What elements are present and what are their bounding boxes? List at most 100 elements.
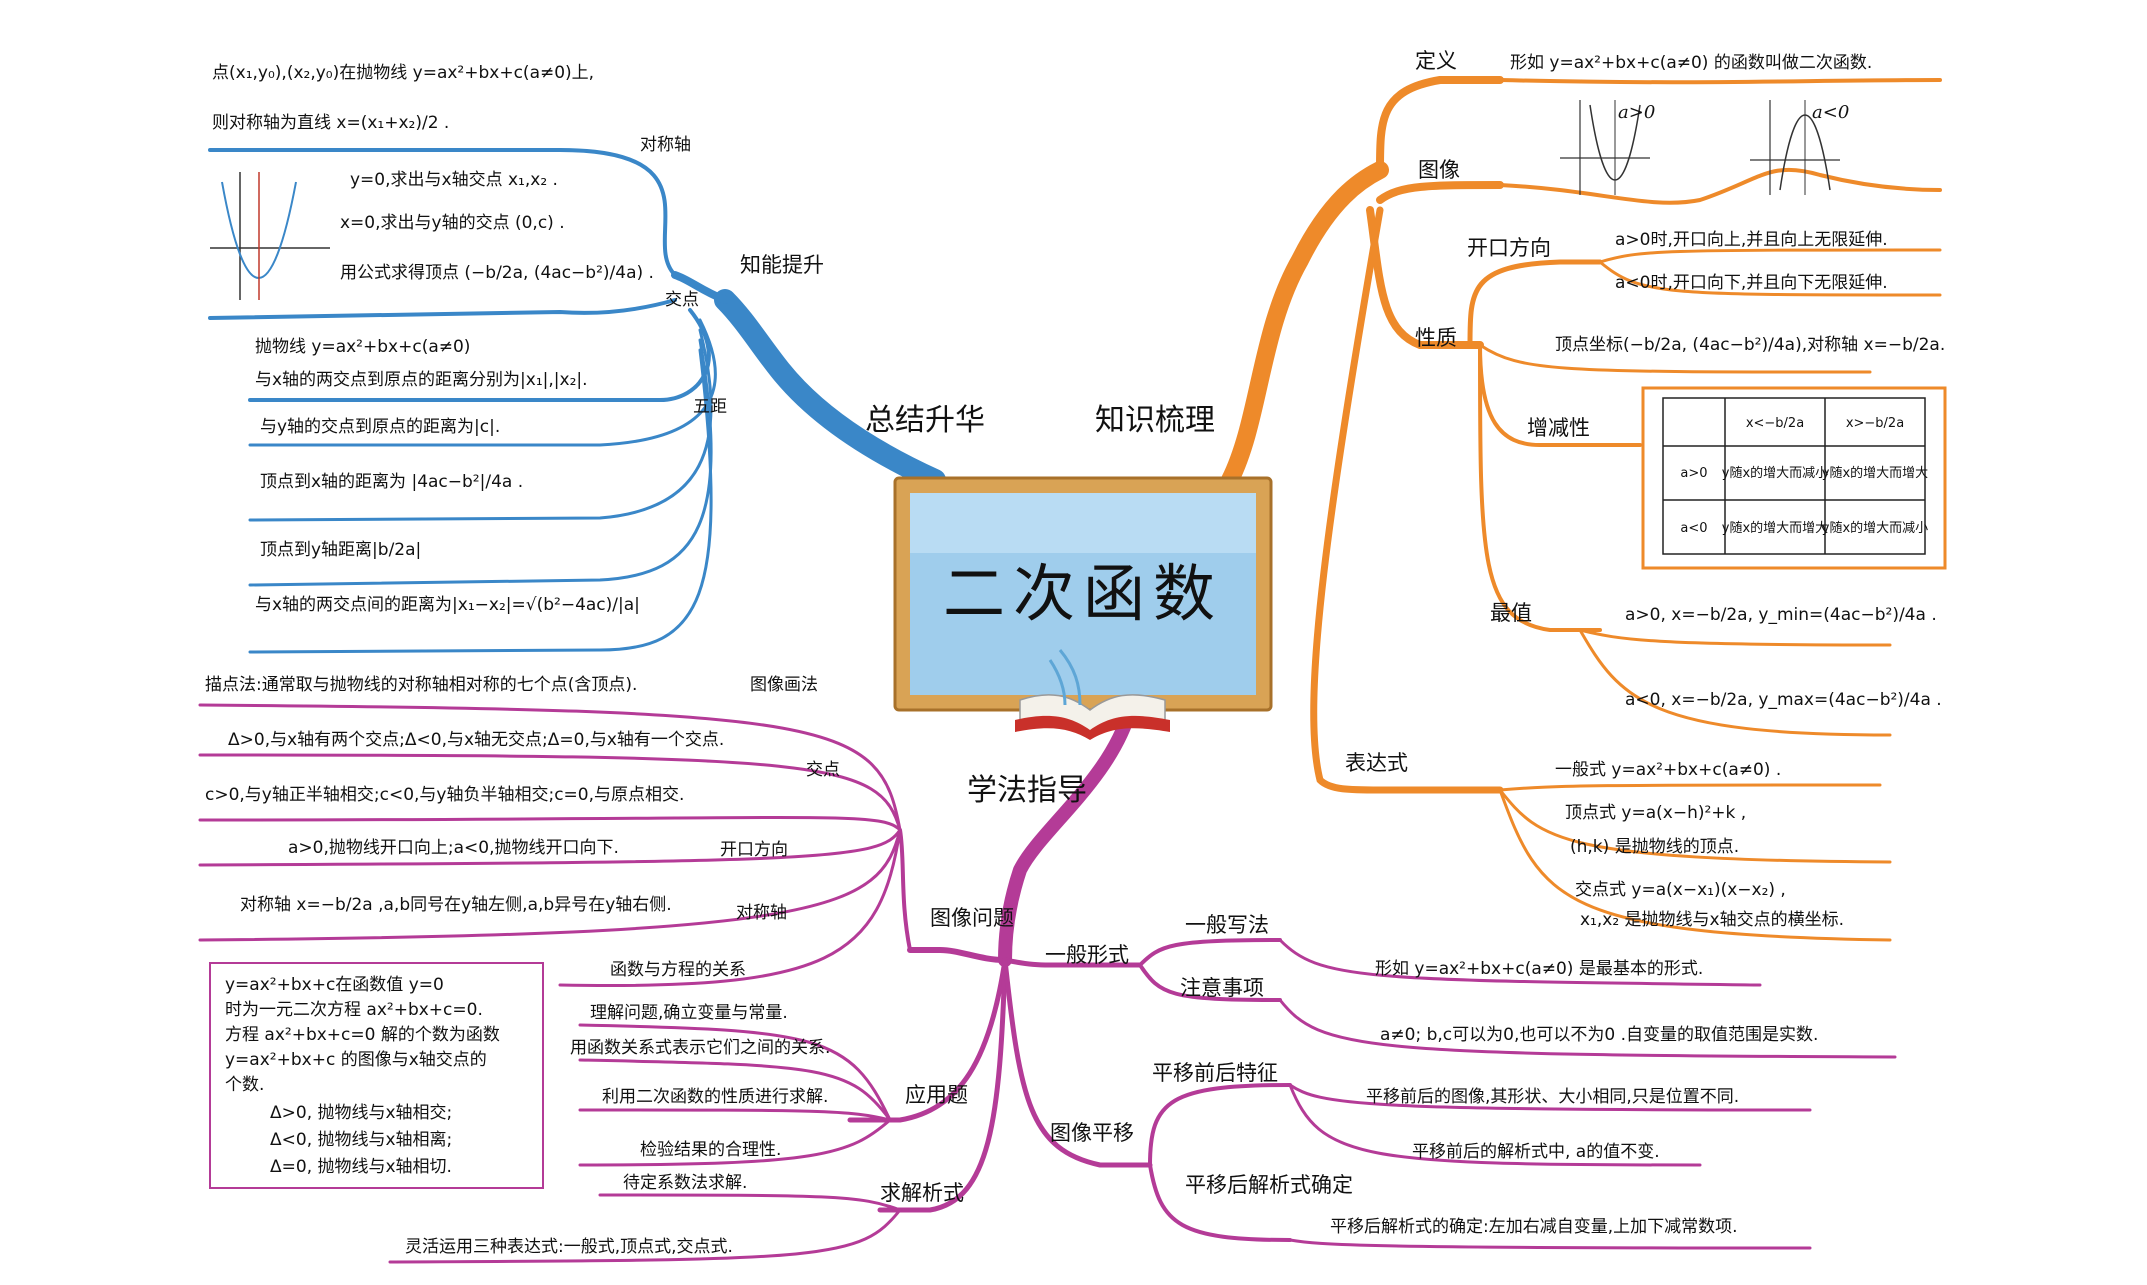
- translation-label: 图像平移: [1050, 1121, 1134, 1145]
- monotonic-table: x<−b/2a x>−b/2a a>0 a<0 y随x的增大而减小 y随x的增大…: [1641, 386, 1947, 570]
- distance-item2: 顶点到x轴的距离为 |4ac−b²|/4a .: [260, 472, 523, 492]
- vertex-text: 顶点坐标(−b/2a, (4ac−b²)/4a),对称轴 x=−b/2a.: [1555, 335, 1945, 355]
- distance-item3: 顶点到y轴距离|b/2a|: [260, 540, 421, 560]
- expr-cross2: x₁,x₂ 是抛物线与x轴交点的横坐标.: [1580, 910, 1844, 930]
- intersection-line2: x=0,求出与y轴的交点 (0,c) .: [340, 213, 565, 233]
- box-l4: y=ax²+bx+c 的图像与x轴交点的: [225, 1050, 487, 1070]
- axis-label: 对称轴: [640, 135, 691, 155]
- line-app-2: [578, 1058, 892, 1122]
- extreme-min: a<0, x=−b/2a, y_max=(4ac−b²)/4a .: [1625, 690, 1942, 710]
- app-3: 利用二次函数的性质进行求解.: [602, 1087, 828, 1107]
- line-opening: [1467, 259, 1603, 348]
- summary-trunk: [714, 289, 946, 491]
- table-row1: a>0: [1680, 466, 1707, 481]
- line-inter-2: [198, 816, 902, 832]
- intersection-line3: 用公式求得顶点 (−b/2a, (4ac−b²)/4a) .: [340, 263, 654, 283]
- knowledge-trunk: [1221, 161, 1389, 489]
- knowledge-branch: [1221, 76, 1942, 942]
- line-app-1: [578, 1023, 892, 1122]
- table-c21: y随x的增大而增大: [1722, 520, 1828, 536]
- line-solve-1: [598, 1193, 902, 1212]
- table-c22: y随x的增大而减小: [1822, 520, 1928, 536]
- line-vertex: [1478, 343, 1872, 374]
- line-expr-general: [1498, 783, 1882, 792]
- general-note-label: 注意事项: [1180, 976, 1264, 1000]
- summary-sub-label: 知能提升: [740, 253, 824, 277]
- line-definition: [1376, 76, 1504, 174]
- line-general-write-leaf: [1278, 938, 1762, 987]
- relation-box: y=ax²+bx+c在函数值 y=0 时为一元二次方程 ax²+bx+c=0. …: [209, 962, 544, 1189]
- box-l8: Δ=0, 抛物线与x轴相切.: [270, 1157, 452, 1177]
- line-graph-leaf: [1498, 167, 1942, 205]
- intersection-label: 交点: [665, 290, 699, 310]
- line-axis: [208, 148, 677, 277]
- property-label: 性质: [1415, 326, 1457, 350]
- line-dist-2: [248, 328, 713, 522]
- summary-branch: [208, 148, 946, 654]
- graph-cap1: a>0: [1618, 102, 1655, 123]
- center-board: 二次函数: [893, 476, 1273, 740]
- distance-item4: 与x轴的两交点间的距离为|x₁−x₂|=√(b²−4ac)/|a|: [255, 595, 640, 615]
- method-branch: [198, 703, 1897, 1264]
- opening-down: a<0时,开口向下,并且向下无限延伸.: [1615, 273, 1888, 293]
- line-inter-1: [198, 753, 902, 832]
- extreme-max: a>0, x=−b/2a, y_min=(4ac−b²)/4a .: [1625, 605, 1937, 625]
- expr-general: 一般式 y=ax²+bx+c(a≠0) .: [1555, 760, 1781, 780]
- inter-t2: c>0,与y轴正半轴相交;c<0,与y轴负半轴相交;c=0,与原点相交.: [205, 785, 684, 805]
- graph-down-icon: [1750, 100, 1840, 195]
- axis-text-b: 则对称轴为直线 x=(x₁+x₂)/2 .: [212, 113, 449, 133]
- method-title: 学法指导: [967, 773, 1087, 808]
- line-opening-down: [1598, 260, 1942, 297]
- box-l3: 方程 ax²+bx+c=0 解的个数为函数: [225, 1025, 500, 1045]
- trans-f1: 平移前后的图像,其形状、大小相同,只是位置不同.: [1366, 1087, 1739, 1107]
- drawing-text: 描点法:通常取与抛物线的对称轴相对称的七个点(含顶点).: [205, 675, 637, 695]
- graph-label: 图像: [1418, 158, 1460, 182]
- monotonic-label: 增减性: [1527, 416, 1590, 440]
- app-4: 检验结果的合理性.: [640, 1140, 781, 1160]
- line-translation: [1002, 957, 1153, 1168]
- line-app-3: [578, 1108, 892, 1122]
- solve-2: 灵活运用三种表达式:一般式,顶点式,交点式.: [405, 1237, 733, 1257]
- line-extreme: [1478, 343, 1602, 632]
- line-expression: [1310, 206, 1504, 794]
- expression-label: 表达式: [1345, 751, 1408, 775]
- line-expr-cross: [1498, 788, 1892, 942]
- opening-m-text: a>0,抛物线开口向上;a<0,抛物线开口向下.: [288, 838, 619, 858]
- line-expr-vertex: [1498, 788, 1892, 864]
- solve-1: 待定系数法求解.: [623, 1173, 747, 1193]
- line-trans-feature: [1148, 1083, 1292, 1167]
- opening-label: 开口方向: [1467, 236, 1551, 260]
- book-icon: [1015, 649, 1170, 740]
- table-c11: y随x的增大而减小: [1722, 465, 1828, 481]
- line-definition-leaf: [1498, 78, 1942, 85]
- table-c12: y随x的增大而增大: [1822, 465, 1928, 481]
- line-graph: [1376, 181, 1504, 204]
- expr-cross1: 交点式 y=a(x−x₁)(x−x₂) ,: [1575, 880, 1786, 900]
- line-extreme-max: [1578, 628, 1892, 647]
- trans-feature-label: 平移前后特征: [1152, 1061, 1278, 1085]
- axis-text-a: 点(x₁,y₀),(x₂,y₀)在抛物线 y=ax²+bx+c(a≠0)上,: [212, 63, 594, 83]
- line-general-write: [1138, 938, 1282, 967]
- box-l7: Δ<0, 抛物线与x轴相离;: [270, 1130, 452, 1150]
- distance-label: 五距: [693, 397, 727, 417]
- expr-vertex2: (h,k) 是抛物线的顶点.: [1570, 837, 1739, 857]
- line-general-form: [1002, 957, 1143, 968]
- line-image-problem: [907, 947, 1008, 963]
- board-shine: [910, 493, 1256, 553]
- line-trans-f1: [1288, 1083, 1812, 1112]
- line-intersection: [208, 298, 677, 320]
- general-note-text: a≠0; b,c可以为0,也可以不为0 .自变量的取值范围是实数.: [1380, 1025, 1818, 1045]
- graph-up-icon: [1560, 100, 1650, 195]
- axis-m-label: 对称轴: [736, 903, 787, 923]
- line-trans-f2: [1288, 1083, 1702, 1167]
- line-trans-after: [1148, 1163, 1292, 1242]
- line-application: [847, 957, 1008, 1123]
- box-l2: 时为一元二次方程 ax²+bx+c=0.: [225, 1000, 483, 1020]
- line-opening-m: [198, 828, 902, 867]
- trans-f2: 平移前后的解析式中, a的值不变.: [1412, 1142, 1660, 1162]
- line-general-note-leaf: [1278, 998, 1897, 1059]
- method-trunk: [998, 703, 1137, 967]
- opening-up: a>0时,开口向上,并且向上无限延伸.: [1615, 230, 1888, 250]
- app-1: 理解问题,确立变量与常量.: [590, 1003, 788, 1023]
- method-content: 图像问题 图像画法 描点法:通常取与抛物线的对称轴相对称的七个点(含顶点). 交…: [205, 675, 1818, 1257]
